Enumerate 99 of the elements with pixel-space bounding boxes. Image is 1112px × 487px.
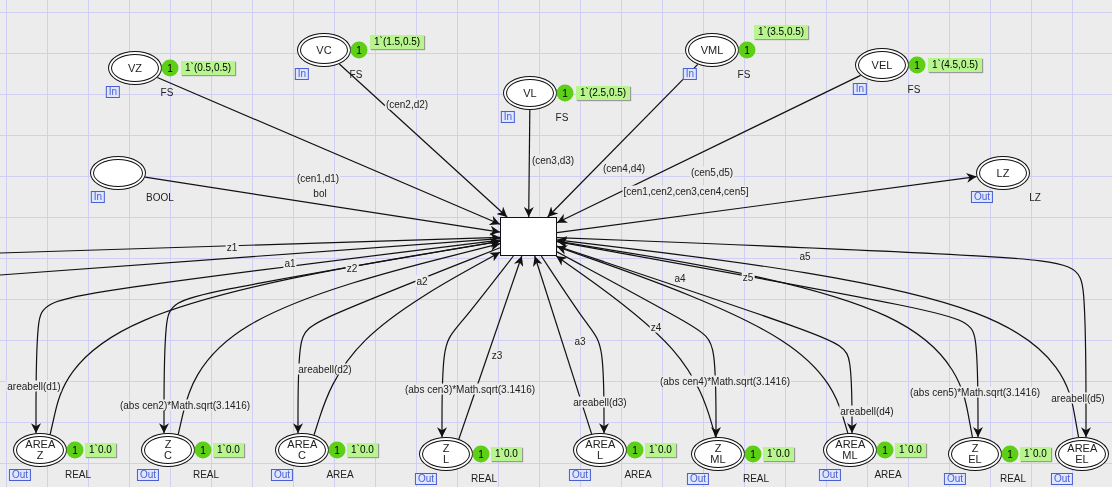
place-name: Z L (442, 443, 450, 465)
marking-label: 1`0.0 (1020, 447, 1051, 461)
arc-arrow (437, 255, 514, 438)
marking-label: 1`(4.5,0.5) (928, 58, 983, 72)
arc-inscription: (abs cen5)*Math.sqrt(3.1416) (908, 386, 1042, 398)
arc-inscription: (abs cen3)*Math.sqrt(3.1416) (403, 383, 537, 395)
arc-arrow (156, 76, 501, 225)
arc-arrow (547, 63, 699, 218)
arc-arrow (523, 109, 534, 218)
marking-label: 1`0.0 (491, 447, 522, 461)
colour-set-label: BOOL (146, 191, 174, 203)
port-tag: Out (818, 469, 842, 481)
colour-set-label: FS (160, 86, 174, 98)
arc-inscription: (cen2,d2) (384, 98, 430, 110)
place-name: Z C (164, 439, 172, 461)
place-name: AREA ML (835, 439, 865, 461)
arc-arrow (556, 74, 862, 224)
marking-label: 1`0.0 (645, 443, 676, 457)
port-tag: Out (414, 473, 438, 485)
colour-set-label: REAL (470, 472, 498, 484)
marking-label: 1`0.0 (85, 443, 116, 457)
port-tag: Out (136, 469, 160, 481)
arc-inscription: z1 (225, 241, 239, 253)
colour-set-label: AREA (874, 468, 902, 480)
port-tag: Out (686, 473, 710, 485)
place-name: AREA EL (1067, 443, 1097, 465)
place-name: Z EL (968, 443, 982, 465)
arc-inscription: areabell(d4) (839, 405, 895, 417)
colour-set-label: FS (737, 68, 751, 80)
colour-set-label: AREA (326, 468, 354, 480)
arc-inscription: (cen3,d3) (530, 154, 576, 166)
arc-inscription: z3 (490, 349, 504, 361)
arc-inscription: areabell(d1) (6, 380, 62, 392)
port-tag: Out (8, 469, 32, 481)
colour-set-label: REAL (999, 472, 1027, 484)
arc-inscription: a5 (798, 250, 812, 262)
colour-set-label: FS (555, 111, 569, 123)
arc-inscription: (abs cen4)*Math.sqrt(3.1416) (658, 375, 792, 387)
place-name: VL (523, 87, 537, 99)
port-tag: In (682, 68, 698, 80)
marking-label: 1`(2.5,0.5) (576, 86, 631, 100)
arc-inscription: areabell(d5) (1050, 392, 1106, 404)
port-tag: In (852, 83, 868, 95)
marking-label: 1`0.0 (763, 447, 794, 461)
place-name: AREA C (287, 439, 317, 461)
marking-label: 1`0.0 (347, 443, 378, 457)
place-name: Z ML (710, 443, 726, 465)
marking-label: 1`0.0 (895, 443, 926, 457)
port-tag: Out (568, 469, 592, 481)
colour-set-label: LZ (1029, 191, 1041, 203)
arc-arrow (0, 232, 501, 254)
arc-inscription: areabell(d2) (297, 363, 353, 375)
marking-label: 1`(3.5,0.5) (754, 25, 809, 39)
port-tag: In (90, 191, 106, 203)
arc-inscription: a4 (673, 272, 687, 284)
arc-inscription: z2 (345, 262, 359, 274)
arc-arrow (556, 172, 978, 234)
arc-inscription: (cen5,d5) (689, 166, 735, 178)
place-name: LZ (996, 167, 1010, 179)
place-name: VC (316, 44, 332, 56)
marking-label: 1`0.0 (213, 443, 244, 457)
arc-inscription: (abs cen2)*Math.sqrt(3.1416) (118, 399, 252, 411)
arc-arrow (533, 255, 593, 435)
port-tag: Out (943, 473, 967, 485)
marking-label: 1`(1.5,0.5) (370, 35, 425, 49)
colour-set-label: REAL (742, 472, 770, 484)
port-tag: Out (1050, 473, 1074, 485)
port-tag: Out (970, 191, 994, 203)
place-name: AREA L (585, 439, 615, 461)
arc-line (0, 238, 501, 276)
arc-inscription: bol (312, 187, 328, 199)
place-name: AREA Z (25, 439, 55, 461)
arc-inscription: a2 (415, 275, 429, 287)
place-name: VML (700, 44, 724, 56)
marking-label: 1`(0.5,0.5) (181, 61, 236, 75)
arc-inscription: [cen1,cen2,cen3,cen4,cen5] (622, 185, 750, 197)
transition-box (500, 217, 557, 256)
arc-arrow (458, 255, 524, 440)
colour-set-label: FS (349, 68, 363, 80)
arc-inscription: (cen1,d1) (295, 172, 341, 184)
place-name: VEL (871, 59, 893, 71)
port-tag: In (105, 86, 121, 98)
arc-inscription: a1 (283, 257, 297, 269)
colour-set-label: REAL (64, 468, 92, 480)
arc-inscription: (cen4,d4) (601, 162, 647, 174)
colour-set-label: FS (907, 83, 921, 95)
arc-arrow (540, 255, 609, 434)
port-tag: In (294, 68, 310, 80)
port-tag: Out (270, 469, 294, 481)
arc-inscription: areabell(d3) (572, 396, 628, 408)
place-name: VZ (127, 62, 143, 74)
arc-inscription: z5 (741, 271, 755, 283)
arc-arrow (338, 63, 508, 218)
arc-inscription: a3 (573, 335, 587, 347)
colour-set-label: AREA (624, 468, 652, 480)
arc-arrow (144, 176, 501, 236)
colour-set-label: REAL (192, 468, 220, 480)
port-tag: In (500, 111, 516, 123)
arc-inscription: z4 (649, 321, 663, 333)
